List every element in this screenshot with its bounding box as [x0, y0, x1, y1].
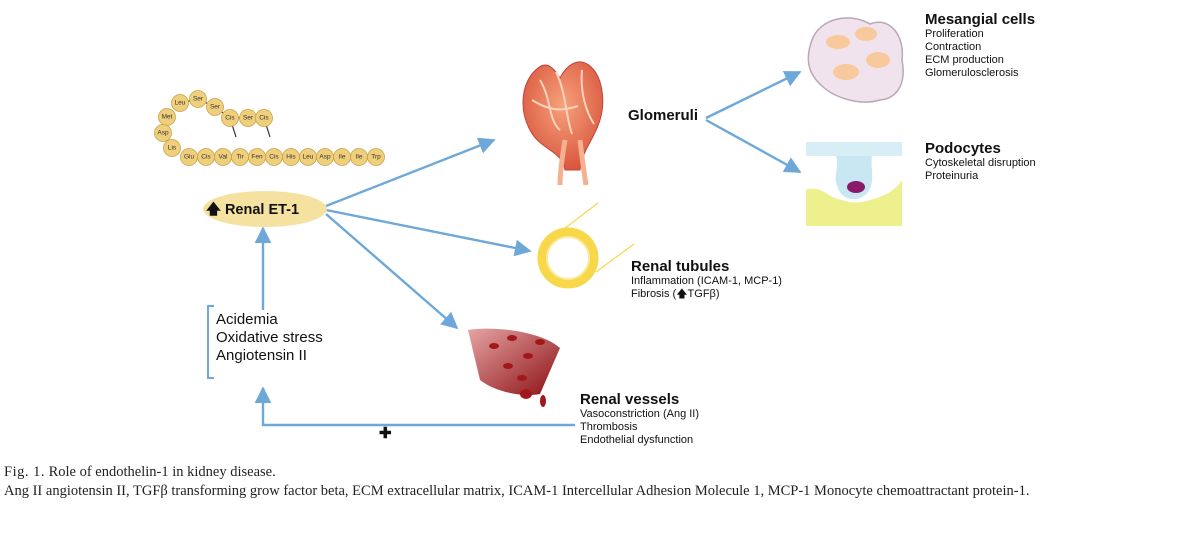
mesangial-item: Proliferation — [925, 28, 984, 40]
peptide-bead-label: Cis — [201, 154, 211, 161]
podocytes-item: Cytoskeletal disruption — [925, 157, 1036, 169]
peptide-bead-label: Leu — [303, 154, 314, 161]
peptide-bead — [189, 90, 207, 108]
caption-title-line: Fig. 1. Role of endothelin-1 in kidney d… — [4, 463, 1196, 482]
peptide-bead — [154, 124, 172, 142]
vessels-item: Endothelial dysfunction — [580, 434, 694, 446]
arrow-to-mesangial — [705, 70, 802, 120]
peptide-bead — [367, 148, 385, 166]
peptide-bead-label: Trp — [371, 154, 381, 161]
caption-title: Role of endothelin-1 in kidney disease. — [48, 464, 276, 480]
plus-sign: ✚ — [379, 425, 392, 442]
vessels-item: Vasoconstriction (Ang II) — [580, 408, 700, 420]
peptide-bead — [206, 98, 224, 116]
cause-acidemia: Acidemia — [216, 311, 278, 328]
tubules-block: Renal tubules Inflammation (ICAM-1, MCP-… — [631, 258, 782, 301]
podocytes-item: Proteinuria — [925, 170, 979, 182]
renal-et1-ellipse — [203, 191, 327, 227]
cause-angiotensin-ii: Angiotensin II — [216, 347, 307, 364]
peptide-bead-label: Ser — [210, 104, 221, 111]
peptide-bead-label: Lis — [168, 145, 177, 152]
caption-label: Fig. 1. — [4, 464, 45, 480]
mesangial-item: Contraction — [925, 41, 982, 53]
peptide-bead-label: Fen — [251, 154, 263, 161]
arrow-feedback — [254, 386, 575, 427]
causes-list: Acidemia Oxidative stress Angiotensin II — [216, 311, 323, 365]
peptide-bead-label: His — [286, 154, 296, 161]
arrow-to-glomeruli — [325, 137, 496, 208]
peptide-bead-label: Cis — [225, 115, 235, 122]
arrow-to-tubules — [325, 208, 532, 257]
up-arrow-icon: 🡅 — [206, 202, 221, 218]
mesangial-cell-illustration — [807, 17, 904, 103]
peptide-bead-label: Ile — [339, 154, 346, 161]
arrow-to-podocytes — [705, 118, 802, 174]
up-arrow-icon: 🡅 — [676, 288, 688, 300]
peptide-bead-label: Ser — [193, 96, 204, 103]
peptide-bead-label: Tir — [236, 154, 244, 161]
peptide-bead — [221, 109, 239, 127]
peptide-bead-label: Ile — [356, 154, 363, 161]
peptide-bead-label: Asp — [319, 154, 331, 161]
mesangial-item: ECM production — [925, 54, 1004, 66]
cause-oxidative-stress: Oxidative stress — [216, 329, 323, 346]
peptide-bead — [171, 94, 189, 112]
figure-caption: Fig. 1. Role of endothelin-1 in kidney d… — [4, 463, 1196, 501]
tubules-title: Renal tubules — [631, 258, 730, 275]
renal-et1-label: 🡅 Renal ET-1 — [206, 202, 300, 218]
renal-tubule-illustration — [537, 202, 635, 289]
mesangial-block: Mesangial cells Proliferation Contractio… — [925, 11, 1035, 80]
podocyte-illustration — [806, 142, 902, 226]
podocytes-block: Podocytes Cytoskeletal disruption Protei… — [925, 140, 1036, 183]
glomerulus-illustration — [522, 61, 604, 186]
peptide-bead-label: Met — [162, 114, 173, 121]
peptide-bead-label: Cis — [259, 115, 269, 122]
peptide-bead-label: Ser — [243, 115, 254, 122]
peptide-bead — [255, 109, 273, 127]
glomeruli-title: Glomeruli — [628, 107, 699, 124]
mesangial-item: Glomerulosclerosis — [925, 67, 1019, 79]
peptide-bead-label: Val — [219, 154, 228, 161]
mesangial-title: Mesangial cells — [925, 11, 1036, 28]
arrows — [254, 70, 802, 427]
peptide-bead-label: Leu — [175, 100, 186, 107]
arrow-to-vessels — [325, 213, 459, 330]
causes-bracket — [207, 305, 214, 379]
vessels-block: Renal vessels Vasoconstriction (Ang II) … — [580, 391, 699, 447]
vessels-item: Thrombosis — [580, 421, 638, 433]
peptide-bead — [163, 139, 181, 157]
peptide-bead-label: Cis — [269, 154, 279, 161]
peptide-bead-label: Asp — [157, 130, 169, 137]
peptide-bead-label: Glu — [184, 154, 195, 161]
tubules-item-fibrosis: Fibrosis (🡅TGFβ) — [631, 288, 720, 300]
caption-body: Ang II angiotensin II, TGFβ transforming… — [4, 483, 1030, 499]
podocytes-title: Podocytes — [925, 140, 1001, 157]
vessels-title: Renal vessels — [580, 391, 680, 408]
tubules-item: Inflammation (ICAM-1, MCP-1) — [631, 275, 782, 287]
renal-vessel-illustration — [468, 328, 560, 407]
